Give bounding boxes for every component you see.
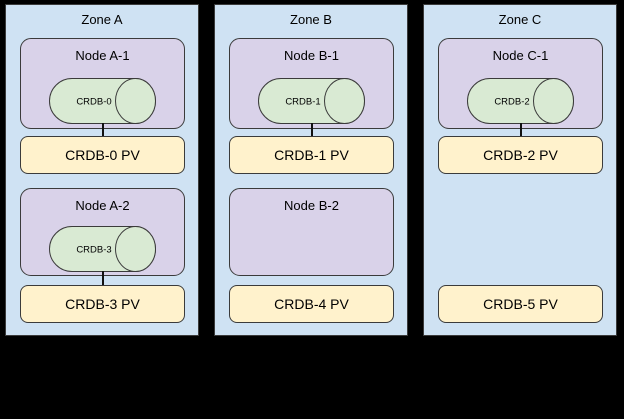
node-b2: Node B-2	[229, 188, 394, 276]
node-b2-label: Node B-2	[284, 198, 339, 213]
zone-b: Zone B Node B-1 CRDB-1 CRDB-1 PV Node B-…	[214, 4, 408, 336]
database-label: CRDB-3	[76, 245, 111, 256]
connector-line	[520, 123, 522, 136]
pv-crdb-4: CRDB-4 PV	[229, 285, 394, 323]
connector-line	[102, 123, 104, 136]
connector-line	[311, 123, 313, 136]
zone-c: Zone C Node C-1 CRDB-2 CRDB-2 PV CRDB-5 …	[423, 4, 617, 336]
database-label: CRDB-1	[285, 97, 320, 108]
node-a1: Node A-1 CRDB-0	[20, 38, 185, 129]
connector-line	[102, 271, 104, 285]
node-c1-label: Node C-1	[492, 48, 549, 63]
pv-crdb-3: CRDB-3 PV	[20, 285, 185, 323]
zone-b-label: Zone B	[290, 12, 332, 27]
database-cylinder-crdb-2: CRDB-2	[467, 78, 574, 124]
pv-crdb-2: CRDB-2 PV	[438, 136, 603, 174]
zone-a-label: Zone A	[81, 12, 123, 27]
pv-crdb-1: CRDB-1 PV	[229, 136, 394, 174]
database-label: CRDB-2	[494, 97, 529, 108]
zone-a: Zone A Node A-1 CRDB-0 CRDB-0 PV Node A-…	[5, 4, 199, 336]
node-a2: Node A-2 CRDB-3	[20, 188, 185, 276]
database-cylinder-crdb-3: CRDB-3	[49, 226, 156, 272]
zone-c-label: Zone C	[498, 12, 542, 27]
node-b1: Node B-1 CRDB-1	[229, 38, 394, 129]
database-label: CRDB-0	[76, 97, 111, 108]
pv-crdb-0: CRDB-0 PV	[20, 136, 185, 174]
pv-crdb-5: CRDB-5 PV	[438, 285, 603, 323]
database-cylinder-crdb-1: CRDB-1	[258, 78, 365, 124]
database-cylinder-crdb-0: CRDB-0	[49, 78, 156, 124]
node-b1-label: Node B-1	[284, 48, 339, 63]
node-c1: Node C-1 CRDB-2	[438, 38, 603, 129]
node-a2-label: Node A-2	[75, 198, 130, 213]
node-a1-label: Node A-1	[75, 48, 130, 63]
